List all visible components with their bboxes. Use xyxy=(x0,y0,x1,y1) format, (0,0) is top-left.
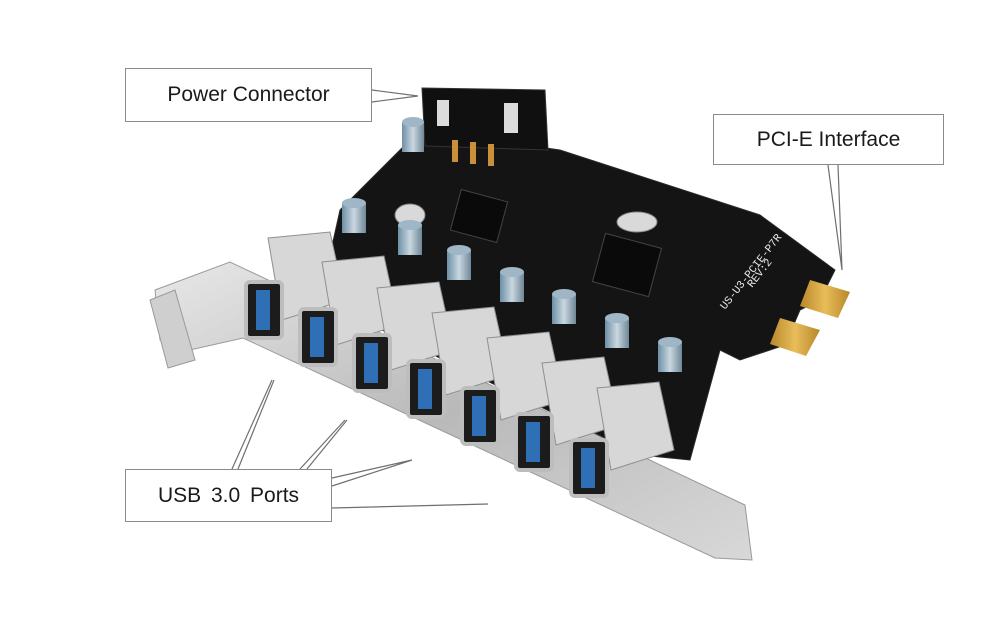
capacitors xyxy=(342,117,682,372)
controller-chip xyxy=(449,188,509,244)
pcie-gold-fingers xyxy=(770,318,820,356)
crystal xyxy=(616,211,658,233)
bracket-tab xyxy=(149,289,196,369)
usb-ports-label: USB 3.0 Ports xyxy=(125,469,332,522)
controller-chip xyxy=(591,232,663,298)
pcie-gold-fingers xyxy=(800,280,850,318)
usb-3-0-ports xyxy=(244,280,609,498)
power-connector-label: Power Connector xyxy=(125,68,372,122)
usb-housings xyxy=(267,231,675,471)
callout-leader-lines xyxy=(231,89,843,509)
pcie-interface-label: PCI-E Interface xyxy=(713,114,944,165)
power-connector xyxy=(421,87,549,166)
